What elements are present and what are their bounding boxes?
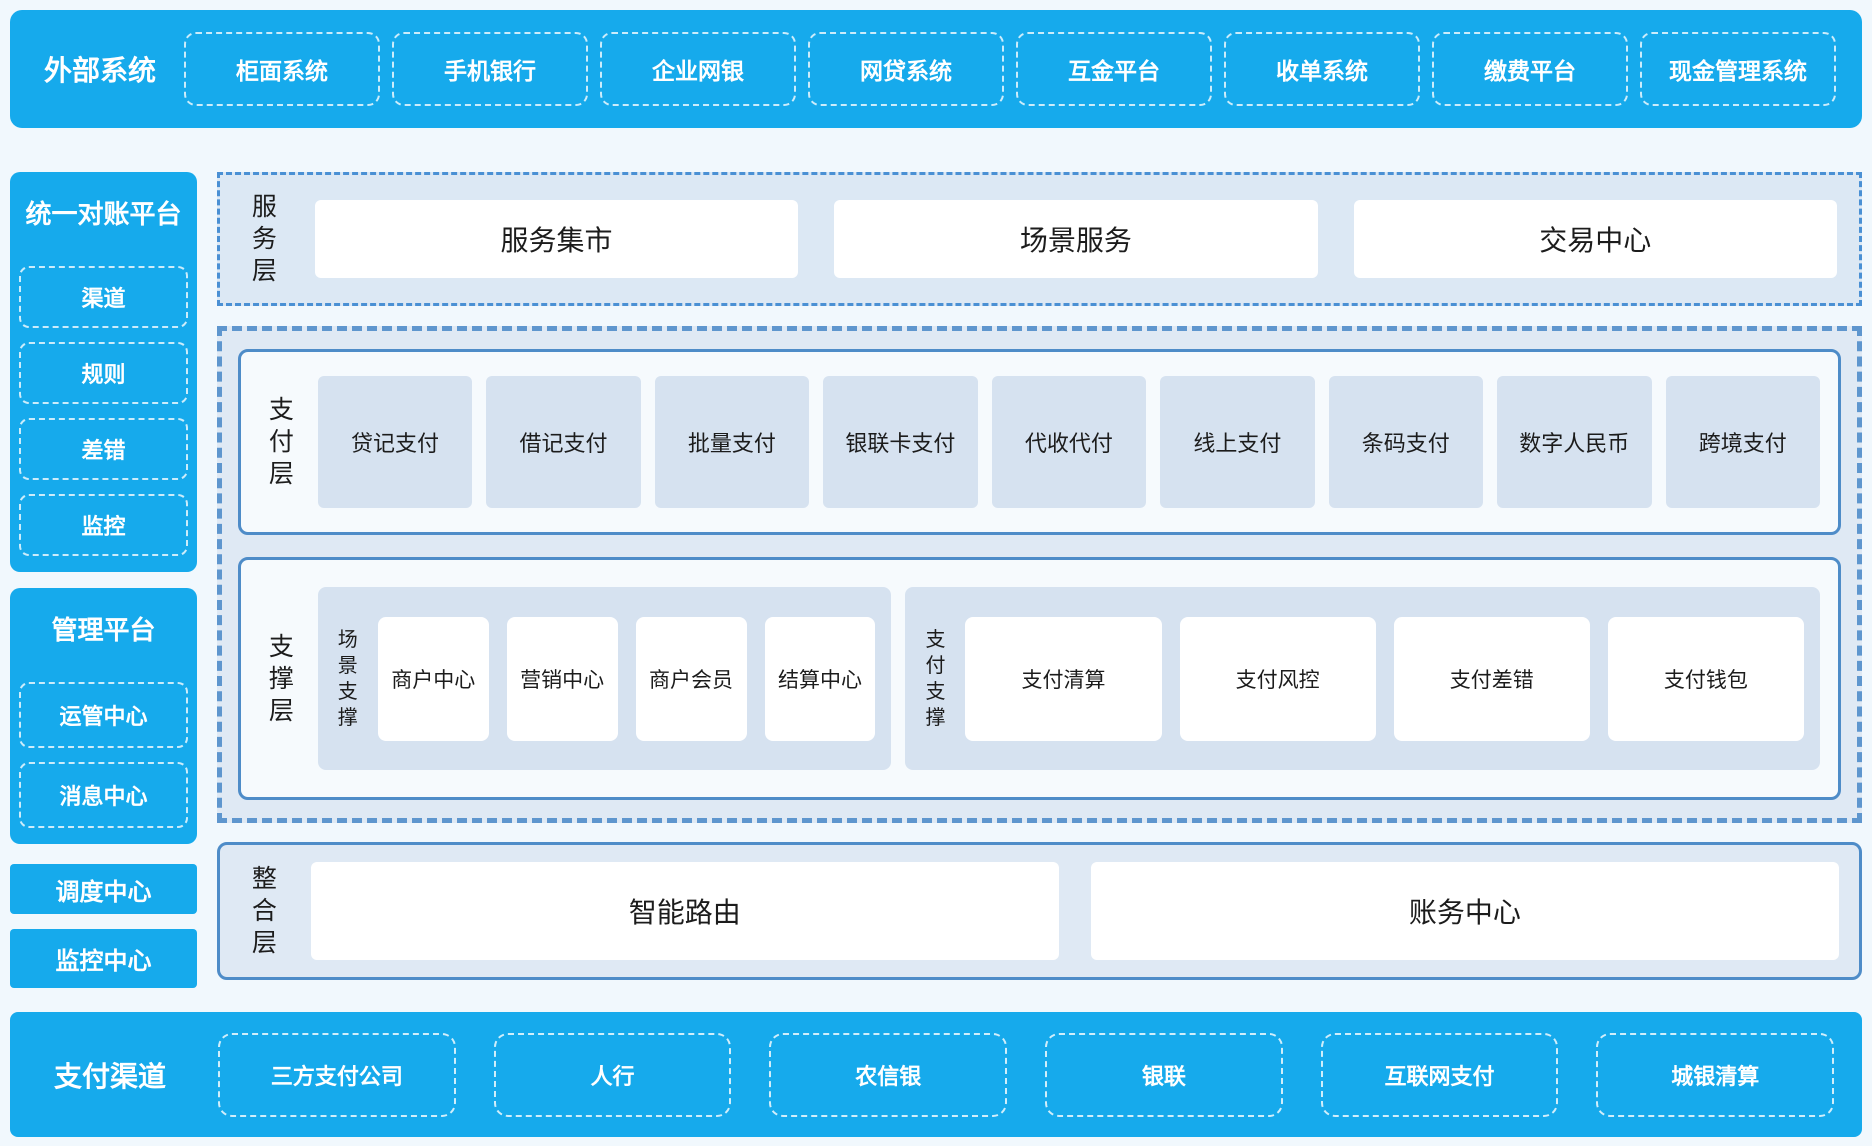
paysupport-card-risk-control: 支付风控	[1179, 616, 1376, 741]
payment-tile-debit: 借记支付	[486, 376, 641, 508]
external-system-online-loan: 网贷系统	[808, 32, 1005, 106]
payment-tile-cross-border: 跨境支付	[1665, 376, 1820, 508]
payment-layer-section: 支付层 贷记支付 借记支付 批量支付 银联卡支付 代收代付 线上支付 条码支付 …	[238, 349, 1841, 535]
reconciliation-platform-title: 统一对账平台	[25, 198, 182, 229]
external-system-fee-payment: 缴费平台	[1432, 32, 1629, 106]
external-systems-chip-row: 柜面系统 手机银行 企业网银 网贷系统 互金平台 收单系统 缴费平台 现金管理系…	[184, 32, 1837, 106]
external-systems-bar: 外部系统 柜面系统 手机银行 企业网银 网贷系统 互金平台 收单系统 缴费平台 …	[10, 10, 1862, 128]
architecture-main: 服务层 服务集市 场景服务 交易中心 支付层 贷记支付 借记支付 批量支付 银联…	[217, 172, 1862, 988]
integration-layer-label: 整合层	[251, 865, 277, 957]
integration-card-smart-routing: 智能路由	[310, 862, 1059, 960]
payment-layer-label: 支付层	[268, 396, 294, 488]
reconciliation-item-rules: 规则	[19, 342, 188, 404]
reconciliation-platform-block: 统一对账平台 渠道 规则 差错 监控	[10, 172, 197, 572]
scene-card-merchant-center: 商户中心	[377, 616, 489, 741]
external-system-acquiring: 收单系统	[1224, 32, 1421, 106]
payment-tile-credit: 贷记支付	[317, 376, 473, 508]
integration-layer-section: 整合层 智能路由 账务中心	[217, 842, 1862, 980]
management-item-message-center: 消息中心	[19, 762, 188, 828]
scene-support-panel: 场景支撑 商户中心 营销中心 商户会员 结算中心	[317, 587, 892, 770]
service-card-trade-center: 交易中心	[1353, 200, 1838, 278]
scene-card-settlement-center: 结算中心	[764, 616, 876, 741]
scene-card-marketing-center: 营销中心	[506, 616, 618, 741]
payment-tile-barcode: 条码支付	[1328, 376, 1484, 508]
external-system-cash-management: 现金管理系统	[1640, 32, 1837, 106]
paysupport-card-wallet: 支付钱包	[1607, 616, 1804, 741]
service-card-scenario-service: 场景服务	[834, 200, 1318, 278]
external-system-mobile-banking: 手机银行	[392, 32, 589, 106]
support-layer-section: 支撑层 场景支撑 商户中心 营销中心 商户会员 结算中心 支付支撑 支付清算 支…	[238, 557, 1841, 800]
service-layer-section: 服务层 服务集市 场景服务 交易中心	[217, 172, 1862, 306]
external-systems-label: 外部系统	[44, 55, 157, 86]
external-system-counter: 柜面系统	[184, 32, 381, 106]
payment-tile-collection-agency: 代收代付	[991, 376, 1147, 508]
core-layers-wrapper: 支付层 贷记支付 借记支付 批量支付 银联卡支付 代收代付 线上支付 条码支付 …	[217, 326, 1862, 823]
payment-support-label: 支付支撑	[925, 628, 946, 729]
support-layer-label: 支撑层	[268, 632, 294, 725]
channel-pboc: 人行	[493, 1032, 732, 1117]
paysupport-card-error-handling: 支付差错	[1393, 616, 1590, 741]
support-panel-row: 场景支撑 商户中心 营销中心 商户会员 结算中心 支付支撑 支付清算 支付风控 …	[317, 587, 1820, 770]
management-platform-title: 管理平台	[51, 614, 156, 645]
payment-tile-batch: 批量支付	[654, 376, 810, 508]
management-platform-block: 管理平台 运管中心 消息中心	[10, 588, 197, 844]
external-system-corporate-ebank: 企业网银	[600, 32, 797, 106]
paysupport-card-clearing: 支付清算	[965, 616, 1162, 741]
reconciliation-item-monitoring: 监控	[19, 494, 188, 556]
payment-support-panel: 支付支撑 支付清算 支付风控 支付差错 支付钱包	[905, 587, 1820, 770]
channel-unionpay: 银联	[1045, 1032, 1283, 1117]
sidebar: 统一对账平台 渠道 规则 差错 监控 管理平台 运管中心 消息中心 调度中心 监…	[10, 172, 197, 988]
service-card-service-market: 服务集市	[314, 200, 799, 278]
payment-tile-unionpay-card: 银联卡支付	[823, 376, 978, 508]
monitor-center-block: 监控中心	[10, 929, 197, 988]
management-item-operations-center: 运管中心	[19, 682, 188, 748]
payment-channels-chip-row: 三方支付公司 人行 农信银 银联 互联网支付 城银清算	[218, 1032, 1835, 1117]
payment-tile-row: 贷记支付 借记支付 批量支付 银联卡支付 代收代付 线上支付 条码支付 数字人民…	[317, 376, 1820, 508]
payment-tile-online: 线上支付	[1160, 376, 1315, 508]
reconciliation-item-channel: 渠道	[19, 266, 188, 328]
payment-tile-digital-rmb: 数字人民币	[1497, 376, 1652, 508]
reconciliation-item-errors: 差错	[19, 418, 188, 480]
payment-channels-label: 支付渠道	[54, 1060, 167, 1092]
channel-internet-payment: 互联网支付	[1320, 1032, 1559, 1117]
payment-channels-bar: 支付渠道 三方支付公司 人行 农信银 银联 互联网支付 城银清算	[10, 1012, 1862, 1137]
content-row: 统一对账平台 渠道 规则 差错 监控 管理平台 运管中心 消息中心 调度中心 监…	[10, 172, 1862, 988]
scene-card-merchant-member: 商户会员	[635, 616, 747, 741]
external-system-internet-finance: 互金平台	[1016, 32, 1213, 106]
scene-support-label: 场景支撑	[337, 628, 358, 729]
channel-city-bank-clearing: 城银清算	[1596, 1032, 1835, 1117]
service-layer-label: 服务层	[251, 193, 277, 285]
integration-card-accounting-center: 账务中心	[1090, 862, 1839, 960]
dispatch-center-block: 调度中心	[10, 864, 197, 915]
channel-rural-credit-bank: 农信银	[769, 1032, 1008, 1117]
channel-third-party-payment: 三方支付公司	[218, 1032, 456, 1117]
